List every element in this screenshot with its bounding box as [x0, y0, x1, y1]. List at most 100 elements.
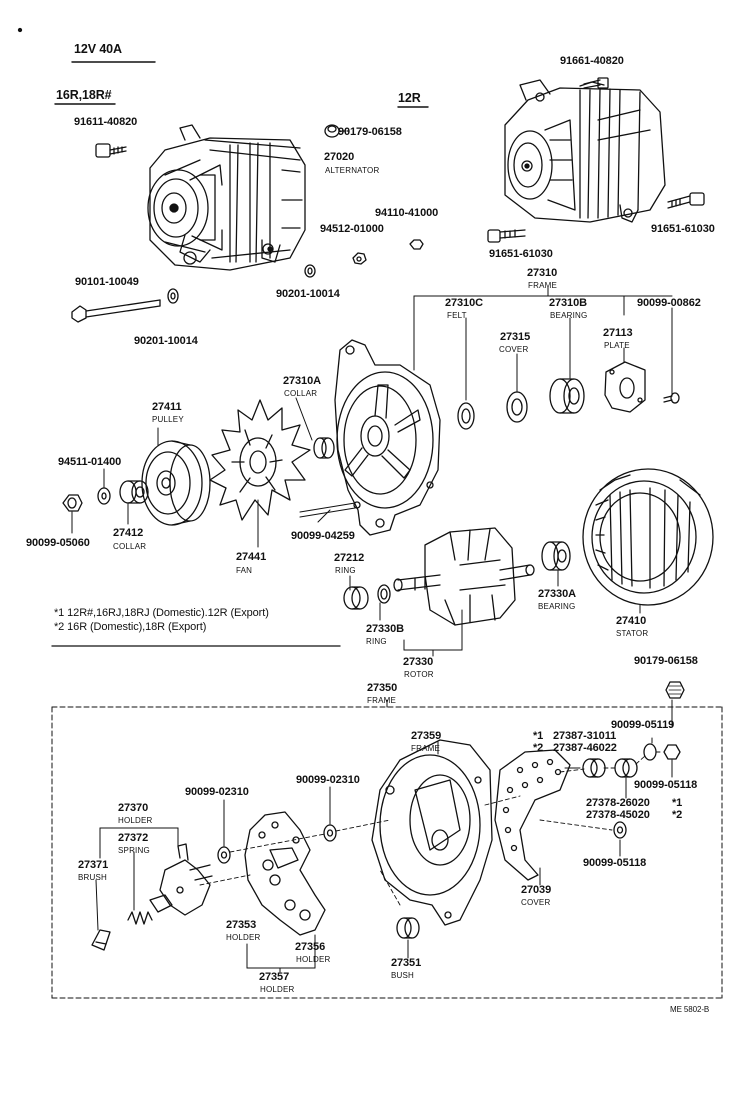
part-27359: 27359: [411, 730, 442, 742]
assembly-dashed-lines: [199, 751, 663, 906]
part-27410-name: STATOR: [616, 629, 649, 638]
washer-90201-b-drawing: [167, 288, 179, 304]
part-91611-40820: 91611-40820: [74, 116, 138, 128]
nut-90179-top-drawing: [324, 124, 351, 138]
part-27359-name: FRAME: [411, 744, 440, 753]
part-27441: 27441: [236, 551, 267, 563]
part-27370: 27370: [118, 802, 149, 814]
star-2-label: *2: [533, 742, 544, 754]
part-94110-41000: 94110-41000: [375, 207, 439, 219]
stator-27410-drawing: [582, 468, 714, 606]
part-27020-name: ALTERNATOR: [325, 166, 380, 175]
bush-27351-drawing: [396, 917, 420, 939]
ring-27212-drawing: [343, 586, 369, 610]
spec-title: 12V 40A: [74, 42, 122, 56]
part-27351: 27351: [391, 957, 422, 969]
washer-90099-02310-left-drawing: [217, 846, 231, 864]
part-90099-05060: 90099-05060: [26, 537, 90, 549]
leader-lines-middle: [71, 397, 641, 657]
part-27353: 27353: [226, 919, 257, 931]
bolt-91661-drawing: [579, 77, 609, 89]
bearing-27330a-drawing: [541, 541, 571, 571]
pulley-27411-drawing: [141, 440, 211, 526]
part-27310c-name: FELT: [447, 311, 467, 320]
alternator-assembly-left-drawing: [147, 124, 306, 271]
part-27212-name: RING: [335, 566, 356, 575]
star-1-suffix: *1: [672, 797, 683, 809]
part-27357: 27357: [259, 971, 290, 983]
washer-90201-a-drawing: [304, 264, 316, 278]
part-27350-name: FRAME: [367, 696, 396, 705]
washer-94511-drawing: [97, 487, 111, 505]
part-27387-31011: 27387-31011: [553, 730, 617, 742]
part-90179-06158-top: 90179-06158: [338, 126, 402, 138]
part-90099-00862: 90099-00862: [637, 297, 701, 309]
part-27371-name: BRUSH: [78, 873, 108, 882]
part-94512-01000: 94512-01000: [320, 223, 384, 235]
bolt-91651-left-drawing: [487, 229, 526, 243]
part-27357-name: HOLDER: [260, 985, 295, 994]
part-27113-name: PLATE: [604, 341, 630, 350]
collar-27310a-drawing: [313, 437, 335, 459]
part-27315-name: COVER: [499, 345, 529, 354]
part-27378-45020: 27378-45020: [586, 809, 650, 821]
part-27020: 27020: [324, 151, 355, 163]
frame-27350-box: [51, 699, 723, 999]
part-27412: 27412: [113, 527, 144, 539]
fan-27441-drawing: [209, 399, 311, 521]
part-90201-10014-a: 90201-10014: [276, 288, 340, 300]
part-27310a-name: COLLAR: [284, 389, 318, 398]
part-90201-10014-b: 90201-10014: [134, 335, 198, 347]
variant-right-heading: 12R: [398, 91, 421, 105]
star-2-suffix: *2: [672, 809, 683, 821]
part-27330a: 27330A: [538, 588, 576, 600]
part-27310-name: FRAME: [528, 281, 557, 290]
star-1-label: *1: [533, 730, 544, 742]
felt-27310c-drawing: [457, 402, 475, 430]
washer-90099-02310-right-drawing: [323, 824, 337, 842]
part-27370-name: HOLDER: [118, 816, 153, 825]
brush-holder-27357-drawing: [244, 811, 326, 936]
part-27330b: 27330B: [366, 623, 404, 635]
part-27330b-name: RING: [366, 637, 387, 646]
nut-90099-05060-drawing: [62, 494, 83, 512]
part-27330: 27330: [403, 656, 434, 668]
part-27351-name: BUSH: [391, 971, 415, 980]
part-90179-06158-bottom: 90179-06158: [634, 655, 698, 667]
part-27441-name: FAN: [236, 566, 253, 575]
variant-left-heading: 16R,18R#: [56, 88, 112, 102]
washer-94512-drawing: [352, 252, 367, 265]
plate-27113-drawing: [604, 361, 646, 413]
part-27411-name: PULLEY: [152, 415, 184, 424]
part-27412-name: COLLAR: [113, 542, 147, 551]
bolt-90101-drawing: [71, 299, 161, 323]
part-90099-02310-right: 90099-02310: [296, 774, 360, 786]
part-90099-02310-left: 90099-02310: [185, 786, 249, 798]
part-27310a: 27310A: [283, 375, 321, 387]
part-27330-name: ROTOR: [404, 670, 434, 679]
reference-code: ME 5802-B: [670, 1005, 710, 1014]
part-91651-61030-left: 91651-61030: [489, 248, 553, 260]
part-27353-name: HOLDER: [226, 933, 261, 942]
bearing-27310b-drawing: [549, 378, 585, 414]
part-27356-name: HOLDER: [296, 955, 331, 964]
part-27039-name: COVER: [521, 898, 551, 907]
part-27212: 27212: [334, 552, 365, 564]
nuts-90099-0511x-drawing: [613, 743, 681, 839]
part-90099-05118-bottom: 90099-05118: [583, 857, 647, 869]
bolt-91611-drawing: [95, 143, 127, 158]
part-27039: 27039: [521, 884, 552, 896]
leader-lines-lower: [95, 699, 673, 973]
part-27371: 27371: [78, 859, 109, 871]
part-27378-26020: 27378-26020: [586, 797, 650, 809]
holder-27370-drawing: [149, 843, 213, 916]
footnote-1: *1 12R#,16RJ,18RJ (Domestic).12R (Export…: [54, 607, 269, 619]
part-91661-40820: 91661-40820: [560, 55, 624, 67]
collar-27412-drawing: [119, 480, 149, 504]
part-27411: 27411: [152, 401, 182, 413]
part-27356: 27356: [295, 941, 326, 953]
cover-27315-drawing: [506, 391, 528, 423]
part-27310b: 27310B: [549, 297, 587, 309]
